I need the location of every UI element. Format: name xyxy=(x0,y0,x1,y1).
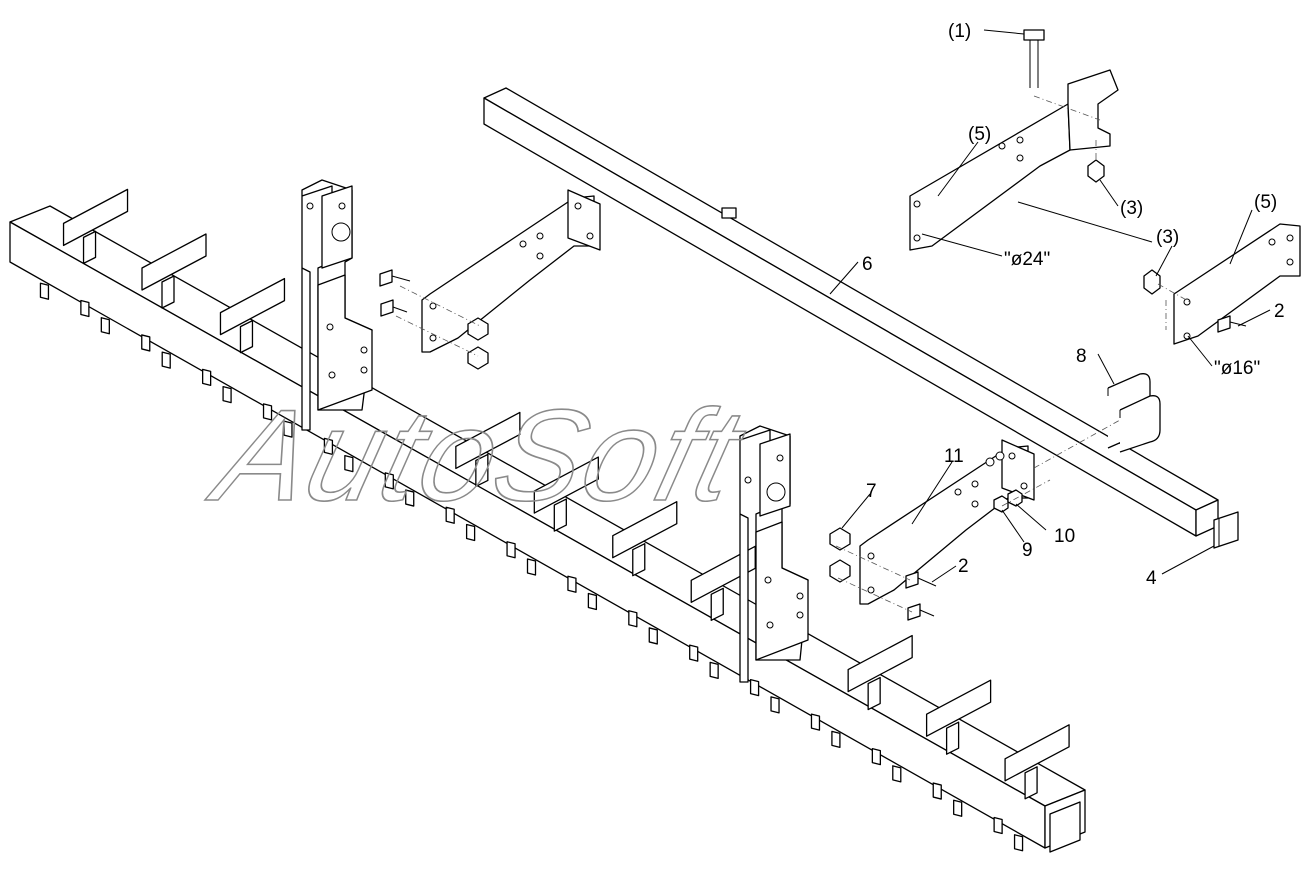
bar-tooth xyxy=(749,678,760,697)
bar-tooth xyxy=(648,627,658,645)
bar-tooth xyxy=(384,472,394,490)
u-bolts xyxy=(1033,373,1161,469)
left-hitch-bracket xyxy=(301,179,373,431)
end-cap xyxy=(1213,511,1239,549)
callout-2-lower: 2 xyxy=(958,556,969,577)
blade-mount-tab xyxy=(632,543,646,577)
callout-1: (1) xyxy=(948,21,971,42)
callout-8: 8 xyxy=(1076,346,1087,367)
blade-mount-tab xyxy=(475,453,489,488)
blade-mount-tab xyxy=(82,230,97,265)
left-fasteners xyxy=(379,269,489,370)
bar-blade xyxy=(847,634,913,693)
callout-11: 11 xyxy=(944,446,964,467)
bar-tooth xyxy=(445,506,455,524)
bar-teeth xyxy=(39,282,1024,852)
callout-7: 7 xyxy=(866,481,877,502)
callout-9: 9 xyxy=(1022,540,1033,561)
blade-mount-tab xyxy=(553,498,567,532)
callout-4: 4 xyxy=(1146,568,1157,589)
cross-beam xyxy=(483,87,1219,537)
callout-3-right: (3) xyxy=(1156,227,1179,248)
callout-6: 6 xyxy=(862,254,873,275)
bar-tooth xyxy=(810,713,821,731)
callout-labels: (1) (5) (3) "ø24" (3) (5) 2 "ø16" 6 8 11… xyxy=(862,21,1285,589)
bar-blade xyxy=(533,456,599,514)
blade-mount-tab xyxy=(239,319,254,354)
bar-tooth xyxy=(465,523,476,542)
bar-tooth xyxy=(344,454,354,473)
bar-tooth xyxy=(222,385,232,404)
bar-tooth xyxy=(141,334,151,352)
bar-blade xyxy=(219,277,286,336)
bar-tooth xyxy=(39,282,50,300)
right-arm-plate xyxy=(859,439,1035,605)
right-fasteners xyxy=(829,451,1051,621)
bar-tooth xyxy=(587,592,598,611)
bar-blades xyxy=(62,188,1070,800)
right-hitch-bracket xyxy=(739,425,809,683)
blade-mount-tab xyxy=(161,275,175,309)
bar-tooth xyxy=(709,661,719,680)
bar-tooth xyxy=(628,610,638,628)
bar-tooth xyxy=(283,420,293,438)
callout-5-upper: (5) xyxy=(968,124,991,145)
bar-tooth xyxy=(323,437,334,456)
bar-tooth xyxy=(201,368,212,387)
bar-tooth xyxy=(161,351,171,369)
bar-tooth xyxy=(100,317,110,335)
bar-tooth xyxy=(892,765,902,783)
bar-tooth xyxy=(953,799,963,817)
bar-blade xyxy=(62,188,129,247)
bar-tooth xyxy=(1013,834,1024,852)
bar-tooth xyxy=(526,558,537,576)
bar-blade xyxy=(690,545,756,603)
bar-tooth xyxy=(80,299,90,318)
blade-mount-tab xyxy=(710,587,724,621)
bar-tooth xyxy=(770,696,780,714)
bar-blade xyxy=(455,411,521,470)
blade-mount-tab xyxy=(867,676,881,711)
blade-mount-tab xyxy=(1024,766,1038,800)
bar-tooth xyxy=(262,403,273,421)
left-arm-plate xyxy=(421,189,601,353)
bar-blade xyxy=(1004,724,1070,782)
bar-blade xyxy=(141,233,207,291)
bar-tooth xyxy=(831,730,841,749)
callout-5-right: (5) xyxy=(1254,192,1277,213)
upper-clevis-bracket xyxy=(909,29,1119,251)
bar-tooth xyxy=(871,747,882,766)
callout-10: 10 xyxy=(1054,526,1075,547)
bar-tooth xyxy=(405,489,415,507)
bar-tooth xyxy=(932,782,942,800)
blade-mount-tab xyxy=(945,721,960,755)
callout-3-upper: (3) xyxy=(1120,198,1143,219)
watermark-text: AutoSoft xyxy=(198,383,759,528)
bar-blade xyxy=(925,679,992,737)
diameter-24-label: "ø24" xyxy=(1004,249,1050,270)
callout-2-upper: 2 xyxy=(1274,301,1285,322)
bar-tooth xyxy=(506,541,516,559)
upper-side-plate xyxy=(1017,201,1301,345)
bar-tooth xyxy=(689,644,699,662)
leader-lines xyxy=(829,29,1271,583)
diameter-16-label: "ø16" xyxy=(1214,358,1260,379)
bar-blade xyxy=(612,501,678,559)
bar-tooth xyxy=(993,816,1003,835)
bar-tooth xyxy=(567,575,577,593)
